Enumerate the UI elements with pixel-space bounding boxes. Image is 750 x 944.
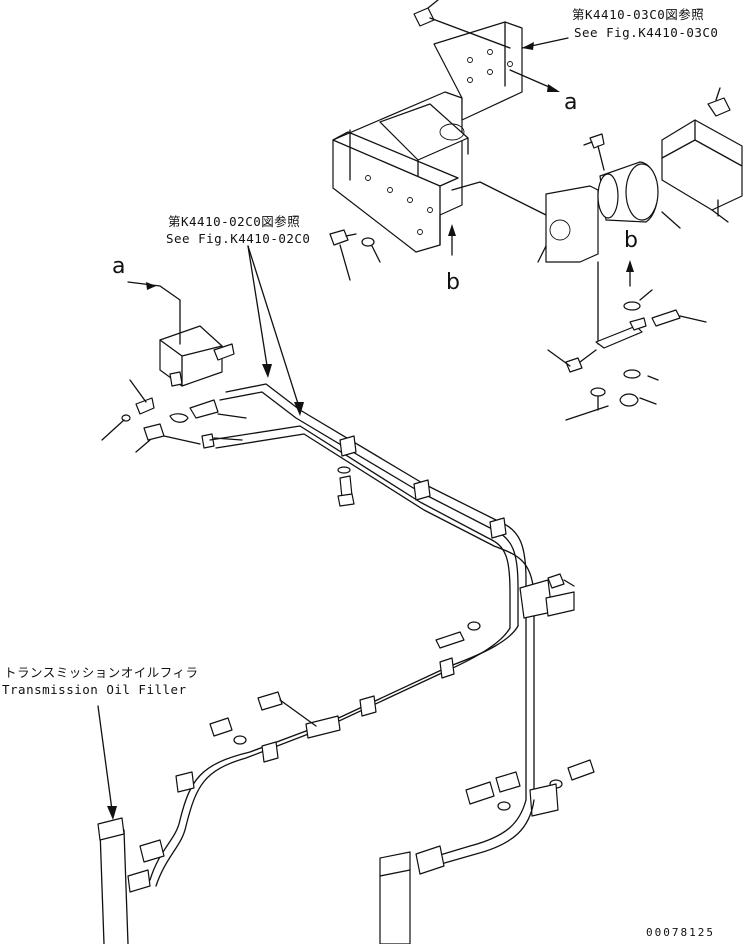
motor-assembly bbox=[537, 87, 743, 287]
left-bolt-and-washer bbox=[329, 229, 381, 281]
fitting-parts-left bbox=[101, 379, 247, 453]
lever-link-assembly bbox=[547, 261, 707, 421]
mid-ref-en: See Fig.K4410-02C0 bbox=[166, 231, 311, 246]
callout-a-right: a bbox=[564, 90, 578, 115]
drawing-number: 00078125 bbox=[646, 926, 715, 939]
leader-lines bbox=[97, 245, 304, 820]
bracket-plate-assembly bbox=[332, 0, 569, 256]
top-ref-en: See Fig.K4410-03C0 bbox=[574, 25, 719, 40]
callout-b-left: b bbox=[446, 270, 460, 295]
top-ref-jp: 第K4410-03C0図参照 bbox=[572, 7, 705, 22]
callout-b-right: b bbox=[624, 228, 638, 253]
filler-label-jp: トランスミッションオイルフィラ bbox=[4, 665, 199, 680]
hose-routing bbox=[97, 383, 595, 944]
filler-label-en: Transmission Oil Filler bbox=[2, 682, 187, 697]
pressure-switch bbox=[127, 281, 235, 387]
callout-a-left: a bbox=[112, 254, 126, 279]
mid-ref-jp: 第K4410-02C0図参照 bbox=[168, 214, 301, 229]
